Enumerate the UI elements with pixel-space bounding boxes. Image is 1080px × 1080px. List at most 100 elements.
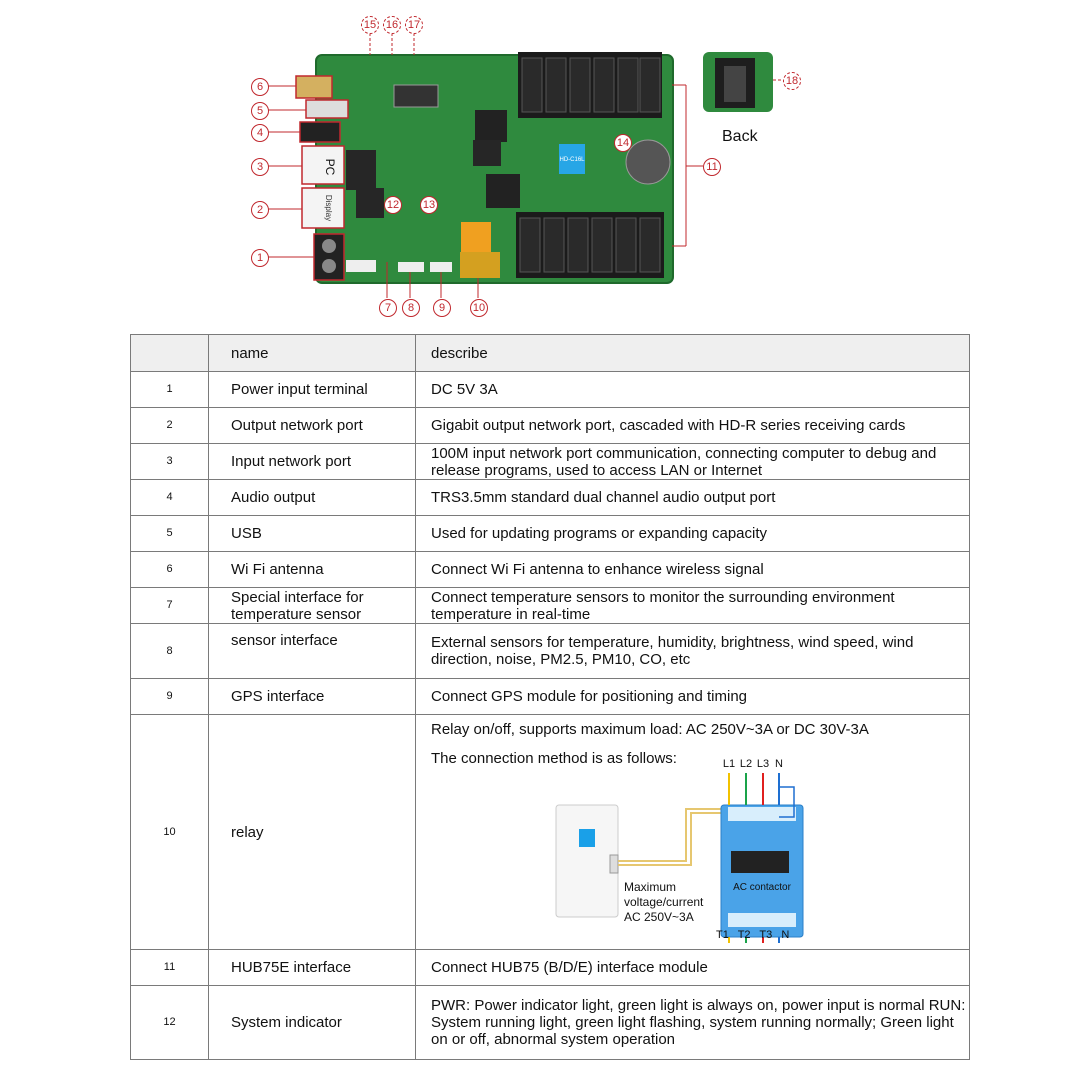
back-label: Back [722,128,758,145]
row-describe: DC 5V 3A [415,371,970,408]
row-name: HUB75E interface [208,949,416,986]
bottom-labels: T1 T2 T3 N [716,927,806,944]
relay-describe: Relay on/off, supports maximum load: AC … [431,721,869,738]
max-label-line-1: Maximum [624,880,676,894]
row-describe: 100M input network port communication, c… [415,443,970,480]
contactor-label: AC contactor [733,882,791,893]
row-name: Input network port [208,443,416,480]
row-num: 7 [130,587,209,624]
header-num [130,334,209,372]
row-num: 11 [130,949,209,986]
hub75-bottom-connectors [516,212,664,278]
row-name: sensor interface [208,623,416,679]
callout-4: 4 [251,124,269,142]
row-describe: Relay on/off, supports maximum load: AC … [415,714,970,950]
row-describe: Connect temperature sensors to monitor t… [415,587,970,624]
table-row: 8 sensor interface External sensors for … [130,623,970,679]
relay-describe-2: The connection method is as follows: [431,750,677,767]
callout-12: 12 [384,196,402,214]
board-figure: HD-C16L PC Display [0,0,1080,330]
controller-card [555,804,619,918]
row-name: Output network port [208,407,416,444]
top-label-l3: L3 [757,758,769,770]
row-name: relay [208,714,416,950]
svg-text:Display: Display [324,195,333,221]
table-row: 5 USB Used for updating programs or expa… [130,515,970,552]
row-num: 12 [130,985,209,1060]
callout-6: 6 [251,78,269,96]
top-label-n: N [775,758,783,770]
callout-9: 9 [433,299,451,317]
row-num: 10 [130,714,209,950]
row-describe: Used for updating programs or expanding … [415,515,970,552]
header-name: name [208,334,416,372]
callout-1: 1 [251,249,269,267]
header-describe: describe [415,334,970,372]
row-name: Audio output [208,479,416,516]
callout-16: 16 [383,16,401,34]
top-label-l2: L2 [740,758,752,770]
row-name: USB [208,515,416,552]
pc-port [301,145,345,185]
table-row-relay: 10 relay Relay on/off, supports maximum … [130,714,970,950]
callout-7: 7 [379,299,397,317]
table-row: 7 Special interface for temperature sens… [130,587,970,624]
table-header-row: name describe [130,334,970,372]
spec-table: name describe 1 Power input terminal DC … [130,334,970,1060]
svg-text:PC: PC [323,159,337,176]
board-illustration: HD-C16L PC Display [268,33,781,298]
svg-text:HD-C16L: HD-C16L [559,157,585,163]
model-label-chip [559,144,585,174]
row-num: 2 [130,407,209,444]
bottom-label-t1: T1 [716,929,729,941]
table-row: 2 Output network port Gigabit output net… [130,407,970,444]
row-describe: TRS3.5mm standard dual channel audio out… [415,479,970,516]
row-num: 9 [130,678,209,715]
row-num: 1 [130,371,209,408]
row-name: GPS interface [208,678,416,715]
row-name: Wi Fi antenna [208,551,416,588]
callout-5: 5 [251,102,269,120]
row-describe: Connect Wi Fi antenna to enhance wireles… [415,551,970,588]
table-row: 12 System indicator PWR: Power indicator… [130,985,970,1060]
row-describe: External sensors for temperature, humidi… [415,623,970,679]
bottom-label-n: N [781,929,790,941]
row-num: 5 [130,515,209,552]
bottom-label-t2: T2 [737,929,751,941]
max-label-line-3: AC 250V~3A [624,910,694,924]
row-num: 8 [130,623,209,679]
row-describe: Connect HUB75 (B/D/E) interface module [415,949,970,986]
callout-17: 17 [405,16,423,34]
callout-3: 3 [251,158,269,176]
row-num: 4 [130,479,209,516]
callout-8: 8 [402,299,420,317]
row-name: System indicator [208,985,416,1060]
callout-13: 13 [420,196,438,214]
relay-wiring-diagram: Maximum voltage/current AC 250V~3A AC co… [555,758,804,943]
callout-11: 11 [703,158,721,176]
row-describe: Gigabit output network port, cascaded wi… [415,407,970,444]
callout-10: 10 [470,299,488,317]
row-describe: Connect GPS module for positioning and t… [415,678,970,715]
display-port [301,187,345,229]
callout-14: 14 [614,134,632,152]
table-row: 6 Wi Fi antenna Connect Wi Fi antenna to… [130,551,970,588]
row-num: 3 [130,443,209,480]
callout-18: 18 [783,72,801,90]
top-label-l1: L1 [723,758,735,770]
callout-2: 2 [251,201,269,219]
relay-terminal [460,252,500,278]
row-describe: PWR: Power indicator light, green light … [415,985,970,1060]
row-name: Special interface for temperature sensor [208,587,416,624]
relay-block [461,222,491,254]
hub75-top-connectors [518,52,662,118]
table-row: 9 GPS interface Connect GPS module for p… [130,678,970,715]
table-row: 1 Power input terminal DC 5V 3A [130,371,970,408]
table-row: 3 Input network port 100M input network … [130,443,970,480]
row-name: Power input terminal [208,371,416,408]
table-row: 11 HUB75E interface Connect HUB75 (B/D/E… [130,949,970,986]
rtc-battery [625,139,671,185]
row-num: 6 [130,551,209,588]
table-row: 4 Audio output TRS3.5mm standard dual ch… [130,479,970,516]
callout-15: 15 [361,16,379,34]
